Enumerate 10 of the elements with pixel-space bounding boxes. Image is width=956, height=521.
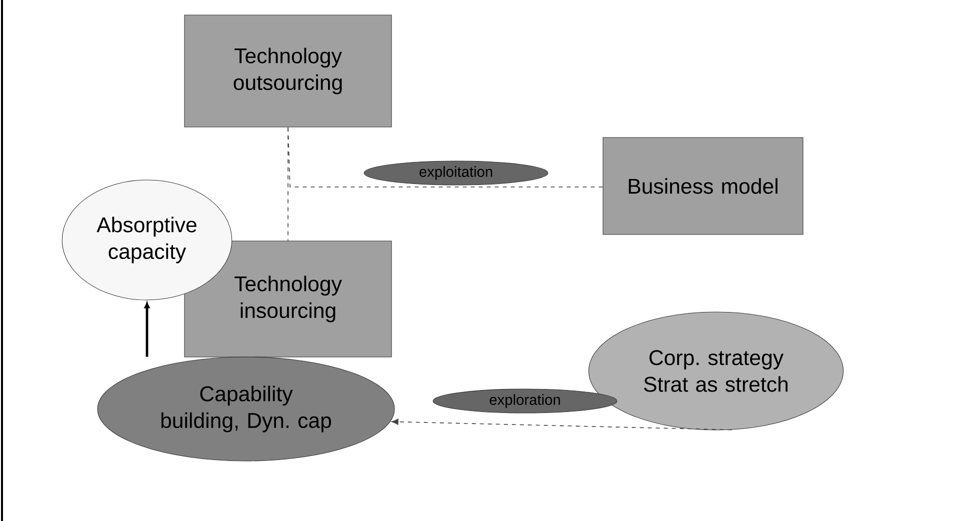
edge-label: exploration <box>432 388 618 414</box>
process-box: Business model <box>602 137 804 235</box>
ellipse-node: Capability building, Dyn. cap <box>97 356 395 462</box>
arrow <box>144 302 150 357</box>
process-box: Technology outsourcing <box>184 14 392 128</box>
ellipse-node: Absorptive capacity <box>62 180 232 300</box>
edge-label: exploitation <box>364 160 548 186</box>
connector-line <box>288 126 604 188</box>
ellipse-node: Corp. strategy Strat as stretch <box>588 312 844 430</box>
arrow <box>391 418 732 430</box>
